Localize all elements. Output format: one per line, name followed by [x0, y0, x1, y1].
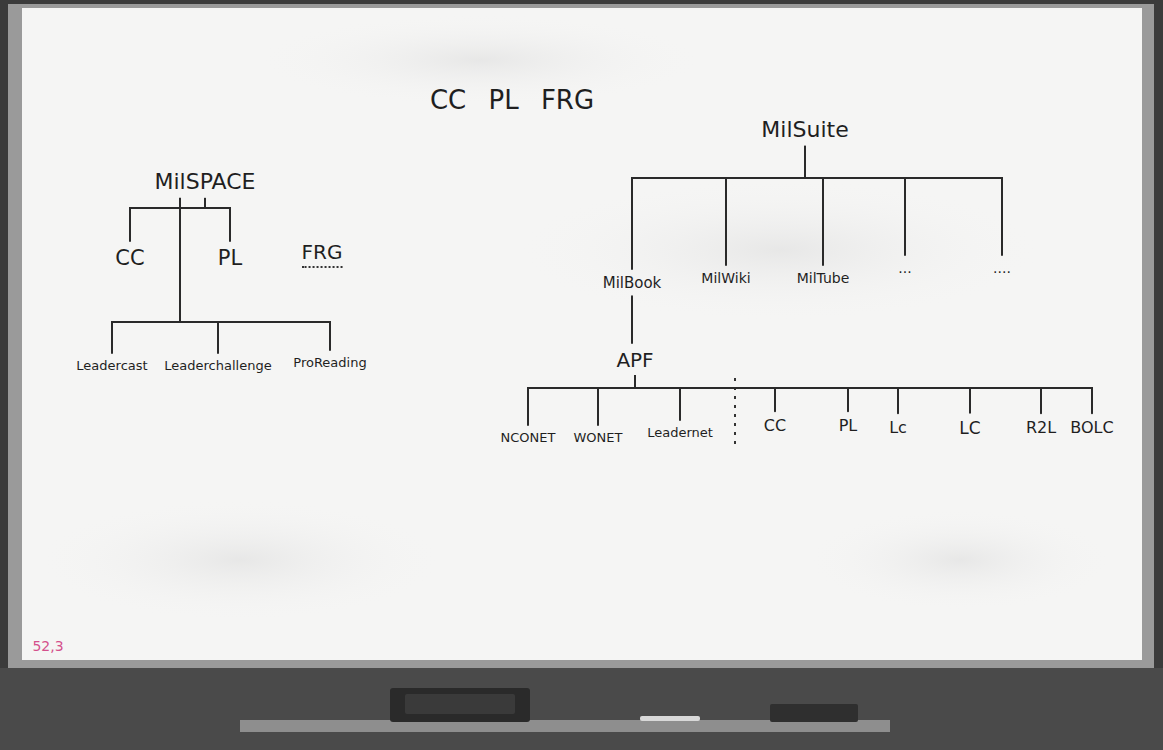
tree-connector: [635, 376, 1041, 413]
item-text: R2L: [1026, 419, 1056, 437]
item-text: MilTube: [797, 270, 850, 286]
item-text: NCONET: [501, 431, 556, 446]
item-text: BOLC: [1070, 419, 1113, 437]
tree-item: CC: [761, 414, 789, 437]
tree-connector: [180, 199, 330, 350]
tree-item: MilBook: [600, 272, 665, 294]
item-text: Leadernet: [647, 426, 713, 441]
tree-connector: [205, 199, 230, 241]
tree-item: MilWiki: [698, 268, 753, 288]
tree-item: BOLC: [1067, 416, 1116, 439]
tree-connector: [180, 199, 218, 353]
tree-item: LC: [956, 416, 983, 441]
tree-connector: [726, 147, 805, 265]
tree-connector: [635, 376, 848, 411]
tree-item: ProReading: [290, 353, 369, 373]
item-text: LC: [959, 419, 980, 439]
tree-item: MilSPACE: [152, 167, 259, 196]
item-text: MilSPACE: [155, 169, 256, 194]
board-title: CC PL FRG: [430, 86, 594, 116]
tree-connector: [528, 376, 635, 425]
tree-item: ...: [895, 258, 914, 278]
tree-connector: [631, 296, 633, 343]
tree-connector: [130, 199, 205, 241]
tree-item: R2L: [1023, 416, 1059, 439]
item-text: MilWiki: [701, 270, 750, 286]
tree-connector: [805, 147, 905, 255]
tree-connector: [805, 147, 1002, 255]
item-text: Leaderchallenge: [164, 359, 271, 374]
item-text: ...: [898, 260, 911, 276]
tree-item: MilTube: [794, 268, 853, 288]
tree-item: WONET: [571, 428, 626, 448]
tree-connector: [635, 376, 970, 413]
tree-item: Lc: [886, 416, 910, 439]
tree-connector: [635, 376, 680, 420]
item-text: ....: [993, 260, 1011, 276]
item-text: CC: [115, 246, 144, 270]
item-text: MilSuite: [761, 117, 848, 142]
tree-item: Leadernet: [644, 423, 716, 443]
item-text: Leadercast: [76, 359, 147, 374]
item-text: WONET: [574, 431, 623, 446]
tree-connector: [598, 376, 635, 425]
tree-item: NCONET: [498, 428, 559, 448]
tree-item: APF: [613, 346, 656, 374]
item-text: CC: [764, 417, 786, 435]
tree-item: ....: [990, 258, 1014, 278]
item-text: Lc: [889, 419, 907, 437]
item-text: PL: [218, 246, 242, 270]
tree-connector: [112, 199, 180, 353]
item-text: APF: [616, 349, 653, 372]
tree-connector: [635, 376, 775, 411]
tree-connector: [635, 376, 898, 413]
tree-item: PL: [836, 414, 861, 437]
tree-item: PL: [215, 244, 245, 272]
tree-item: MilSuite: [758, 115, 851, 144]
tree-item: Leadercast: [73, 356, 150, 376]
tree-item: Leaderchallenge: [161, 356, 274, 376]
tree-connector: [632, 147, 805, 269]
tree-item: CC: [112, 244, 147, 272]
note-holder: 52,3: [32, 638, 63, 654]
tree-item: FRG: [299, 238, 346, 270]
item-text: ProReading: [293, 356, 366, 371]
item-text: MilBook: [603, 275, 662, 292]
tree-connector: [805, 147, 823, 265]
tree-connector: [635, 376, 1092, 413]
item-text: FRG: [302, 241, 343, 268]
corner-note: 52,3: [32, 638, 63, 654]
item-text: PL: [839, 417, 858, 435]
title-holder: CC PL FRG: [430, 85, 594, 116]
